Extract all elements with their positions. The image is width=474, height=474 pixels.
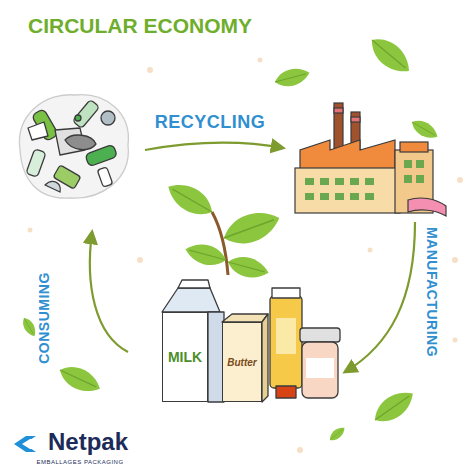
butter-box: Butter	[222, 322, 262, 402]
brand-name: Netpak	[48, 428, 128, 456]
stage-label: CONSUMING	[36, 272, 52, 364]
product-label: MILK	[168, 349, 202, 365]
milk-carton: MILK	[162, 312, 208, 402]
stage-label: MANUFACTURING	[424, 227, 440, 357]
brand-tagline: EMBALLAGES PACKAGING	[36, 459, 123, 465]
stage-label: RECYCLING	[155, 112, 266, 133]
diagram-title: CIRCULAR ECONOMY	[28, 14, 252, 38]
product-label: Butter	[227, 357, 256, 368]
